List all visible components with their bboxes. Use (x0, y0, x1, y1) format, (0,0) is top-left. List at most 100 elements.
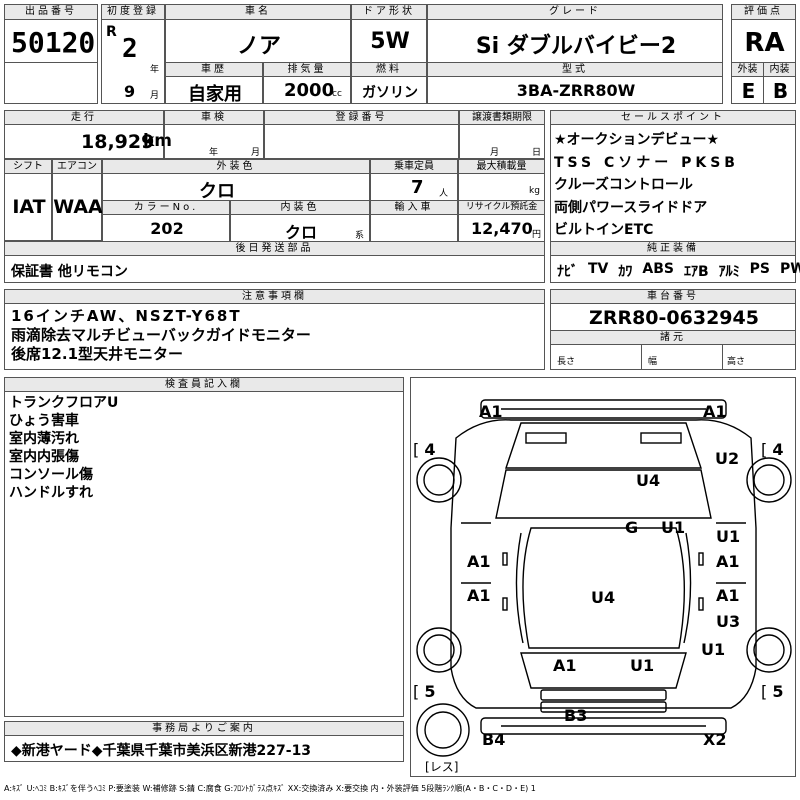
mark-a1-left-door-front: A1 (467, 552, 491, 571)
inspector-line: ハンドルすれ (9, 485, 93, 501)
int-color-unit: 系 (355, 231, 365, 241)
rating: RA (744, 28, 785, 58)
era: R (106, 24, 117, 40)
mark-a1-rear-left: A1 (553, 656, 577, 675)
inspector-line: トランクフロアU (9, 395, 119, 411)
tire-front-left: 4 (424, 440, 436, 459)
mark-u1-rear-center: U1 (630, 656, 655, 675)
displacement-unit: cc (332, 89, 342, 99)
ac-label: エアコン (52, 159, 102, 174)
displacement: 2000 (284, 80, 335, 101)
month-unit: 月 (150, 91, 160, 101)
interior-label: 内装 (763, 62, 796, 77)
mark-u4-hood: U4 (636, 471, 661, 490)
exterior-label: 外装 (731, 62, 764, 77)
equipment-item: TV (588, 261, 609, 277)
transfer-label: 譲渡書類期限 (459, 110, 545, 125)
mileage: 18,929 (81, 131, 155, 153)
fuel-label: 燃料 (351, 62, 427, 77)
height-label: 高さ (727, 357, 746, 367)
displacement-label: 排気量 (263, 62, 351, 77)
later-parts: 保証書 他リモコン (11, 264, 128, 280)
mark-u3: U3 (716, 612, 741, 631)
mark-u1-right-door: U1 (716, 527, 741, 546)
sales-points: ★オークションデビュー★ TSS Cソナー PKSB クルーズコントロール 両側… (550, 124, 796, 242)
recycle-label: リサイクル預託金 (458, 200, 545, 215)
notes: 16インチAW、NSZT-Y68T 雨滴除去マルチビューバックガイドモニター 後… (4, 303, 545, 370)
equipment-item: ｴｱB (683, 264, 709, 280)
tire-front-right: 4 (772, 440, 784, 459)
car-name-label: 車名 (165, 4, 351, 20)
door-type: 5W (370, 29, 410, 54)
door-label: ドア形状 (351, 4, 427, 20)
notes-line: 後席12.1型天井モニター (11, 345, 184, 363)
shift-label: シフト (4, 159, 52, 174)
equipment-label: 純正装備 (550, 241, 796, 256)
width-label: 幅 (648, 357, 658, 367)
spare-tire: レス (429, 760, 454, 774)
rating-label: 評価点 (731, 4, 796, 20)
inspection-year-unit: 年 (209, 148, 219, 158)
tire-rear-right: 5 (772, 682, 784, 701)
equipment-item: PW (780, 261, 800, 277)
mark-a1-right-door: A1 (716, 552, 740, 571)
grade-label: グレード (427, 4, 723, 20)
recycle-unit: 円 (532, 230, 542, 240)
model-label: 型式 (427, 62, 723, 77)
equipment-list: ﾅﾋﾞ TV ｶﾜ ABS ｴｱB ｱﾙﾐ PS PW (550, 255, 800, 283)
office-label: 事務局よりご案内 (4, 721, 404, 736)
chassis-number: ZRR80-0632945 (589, 307, 759, 329)
lot-number: 50120 (11, 26, 96, 59)
car-outline-diagram (416, 399, 792, 757)
sales-point-item: ★オークションデビュー★ (554, 132, 720, 148)
inspector-line: 室内薄汚れ (9, 431, 79, 447)
car-diagram: A1 A1 U2 U4 G U1 U1 A1 A1 A1 U4 A1 U3 U1… (410, 377, 796, 777)
reg-year: 2 (122, 34, 138, 64)
mark-u1-pillar: U1 (661, 518, 686, 537)
exterior-grade: E (741, 79, 756, 103)
inspector-line: 室内内張傷 (9, 449, 79, 465)
inspection-month-unit: 月 (251, 148, 261, 158)
equipment-item: ｶﾜ (618, 264, 633, 280)
reg-month: 9 (124, 82, 136, 101)
load-label: 最大積載量 (458, 159, 545, 174)
length-label: 長さ (557, 357, 576, 367)
capacity: 7 (411, 177, 424, 198)
year-unit: 年 (150, 65, 160, 75)
history: 自家用 (188, 84, 242, 105)
capacity-label: 乗車定員 (370, 159, 458, 174)
mark-b3: B3 (564, 706, 588, 725)
mark-u4-roof: U4 (591, 588, 616, 607)
mark-a1-front-right: A1 (703, 402, 727, 421)
notes-label: 注意事項欄 (4, 289, 545, 304)
legend: A:ｷｽﾞ U:ﾍｺﾐ B:ｷｽﾞを伴うﾍｺﾐ P:要塗装 W:補修跡 S:錆 … (4, 784, 536, 793)
color: クロ (199, 181, 235, 202)
int-color-label: 内装色 (230, 200, 370, 215)
load-unit: kg (529, 186, 540, 196)
sales-point-item: ビルトインETC (554, 222, 654, 238)
sales-point-item: 両側パワースライドドア (554, 199, 708, 216)
transfer-month-unit: 月 (490, 148, 500, 158)
later-parts-label: 後日発送部品 (4, 241, 545, 256)
equipment-item: ABS (642, 261, 674, 277)
mark-g-windshield: G (625, 518, 639, 537)
import-label: 輸入車 (370, 200, 458, 215)
fuel: ガソリン (362, 85, 418, 101)
mark-u1-right-rear: U1 (701, 640, 726, 659)
mark-a1-front-left: A1 (479, 402, 503, 421)
lot-no-label: 出品番号 (4, 4, 98, 20)
interior-grade: B (772, 79, 789, 103)
recycle-fee: 12,470 (471, 219, 533, 238)
office-text: ◆新港ヤード◆千葉県千葉市美浜区新港227-13 (11, 743, 312, 759)
car-name: ノア (236, 34, 281, 59)
inspector-line: コンソール傷 (9, 467, 93, 483)
dims-label: 諸元 (550, 330, 796, 345)
capacity-unit: 人 (439, 189, 449, 199)
color-no: 202 (150, 219, 184, 238)
mileage-label: 走行 (4, 110, 164, 125)
mark-a1-right-rear: A1 (716, 586, 740, 605)
grade: Si ダブルバイビー2 (475, 34, 677, 59)
sales-point-item: TSS Cソナー PKSB (554, 154, 739, 171)
mark-b4: B4 (482, 730, 506, 749)
equipment-item: ﾅﾋﾞ (557, 264, 578, 280)
